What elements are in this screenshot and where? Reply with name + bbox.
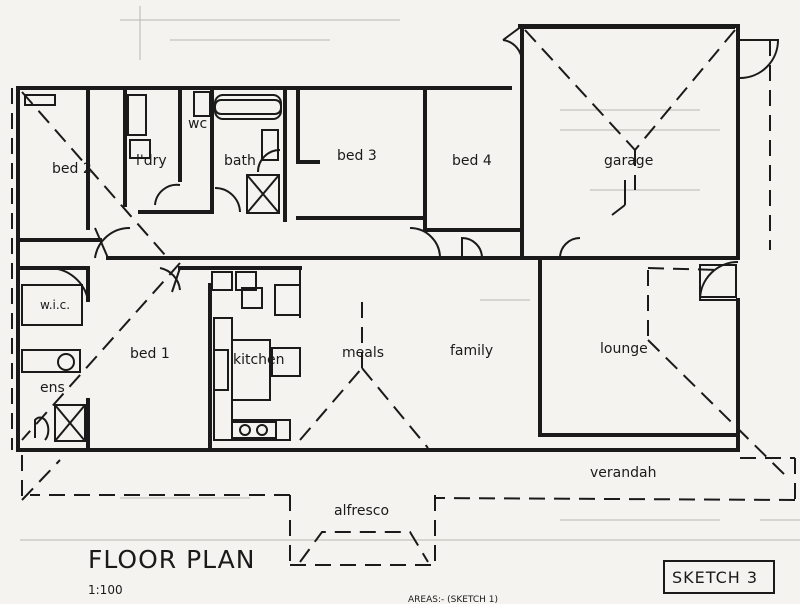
room-label-verandah: verandah: [590, 465, 656, 481]
room-labels: bed 2 l'dry wc bath bed 3 bed 4 garage w…: [40, 116, 656, 519]
roof-lines: [11, 29, 796, 566]
room-label-kitchen: kitchen: [233, 352, 285, 368]
room-label-wic: w.i.c.: [40, 298, 70, 312]
room-label-laundry: l'dry: [136, 153, 167, 169]
scale-label: 1:100: [88, 583, 123, 597]
room-label-ensuite: ens: [40, 380, 65, 396]
interior-walls: [16, 88, 740, 450]
doors: [49, 24, 780, 301]
room-label-alfresco: alfresco: [334, 503, 389, 519]
room-label-bed2: bed 2: [52, 161, 92, 177]
room-label-bed1: bed 1: [130, 346, 170, 362]
room-label-bath: bath: [224, 153, 256, 169]
room-label-bed4: bed 4: [452, 153, 492, 169]
background-markings: [20, 6, 800, 541]
room-label-garage: garage: [604, 153, 653, 169]
room-label-bed3: bed 3: [337, 148, 377, 164]
room-label-meals: meals: [342, 345, 384, 361]
page-title: FLOOR PLAN: [88, 545, 255, 574]
sketch-label: SKETCH 3: [672, 568, 758, 587]
room-label-lounge: lounge: [600, 341, 648, 357]
sketch-box: [663, 560, 775, 594]
fixtures: [21, 91, 737, 442]
areas-footer: AREAS:- (SKETCH 1): [408, 595, 498, 604]
room-label-wc: wc: [188, 116, 207, 132]
room-label-family: family: [450, 343, 493, 359]
